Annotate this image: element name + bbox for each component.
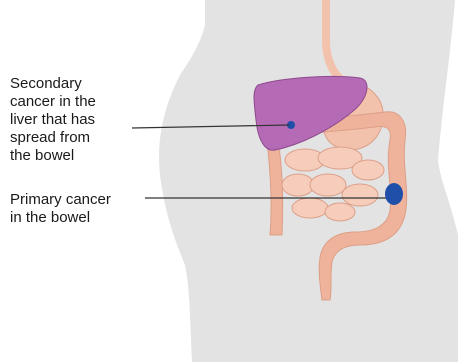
label-primary-cancer: Primary cancer in the bowel	[10, 191, 145, 227]
bowel-tumour	[385, 183, 403, 205]
label-secondary-cancer: Secondary cancer in the liver that has s…	[10, 75, 135, 165]
